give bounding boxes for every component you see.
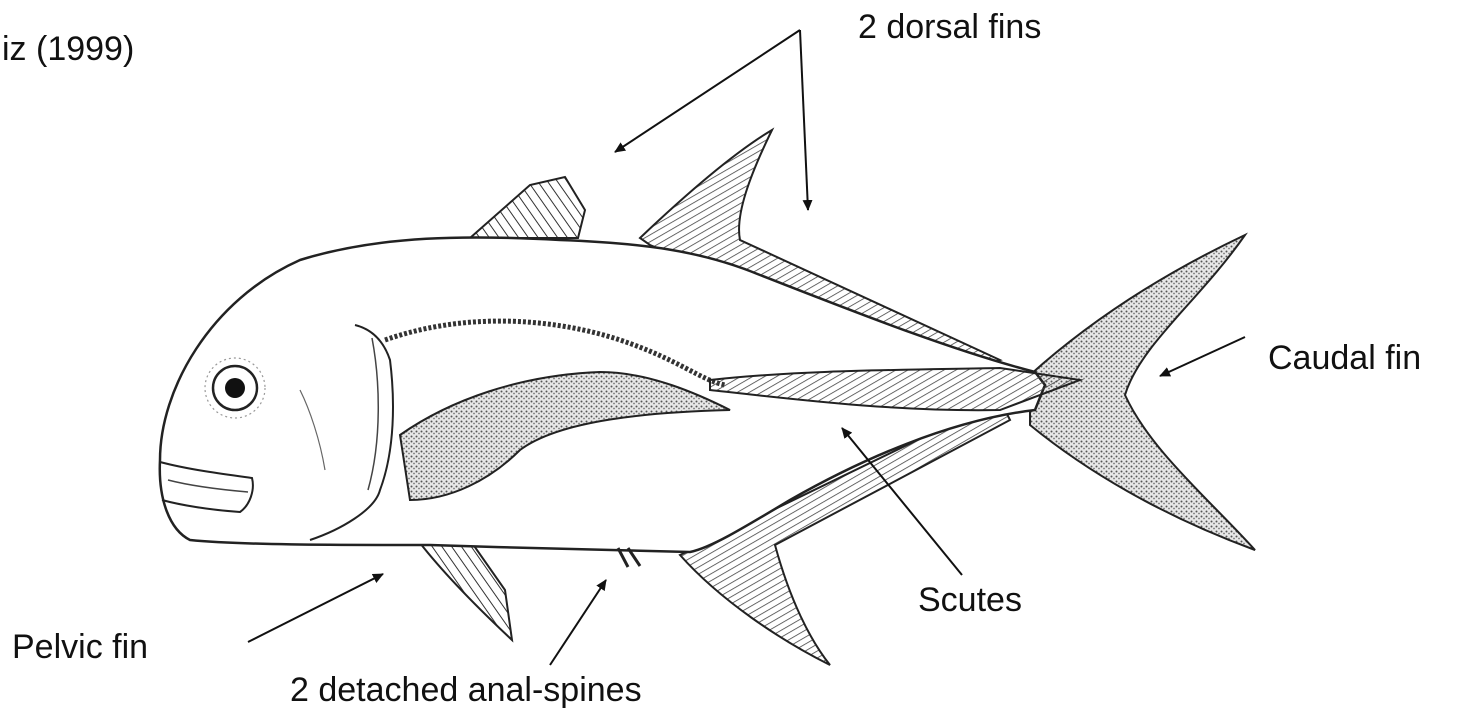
- pelvic-fin-label: Pelvic fin: [12, 630, 148, 664]
- caudal-fin-shape: [1030, 235, 1255, 550]
- arrow-anal-spines: [550, 580, 606, 665]
- dorsal-fins-label: 2 dorsal fins: [858, 10, 1041, 44]
- arrow-dorsal-fin-2: [800, 30, 808, 210]
- first-dorsal-fin-shape: [470, 177, 585, 238]
- pelvic-fin-shape: [420, 540, 512, 640]
- anal-spines-label: 2 detached anal-spines: [290, 673, 642, 707]
- arrow-pelvic-fin: [248, 574, 383, 642]
- caudal-fin-label: Caudal fin: [1268, 341, 1421, 375]
- arrow-caudal-fin: [1160, 337, 1245, 376]
- arrow-dorsal-fin-1: [615, 30, 800, 152]
- scutes-label: Scutes: [918, 583, 1022, 617]
- citation-text: iz (1999): [2, 32, 134, 66]
